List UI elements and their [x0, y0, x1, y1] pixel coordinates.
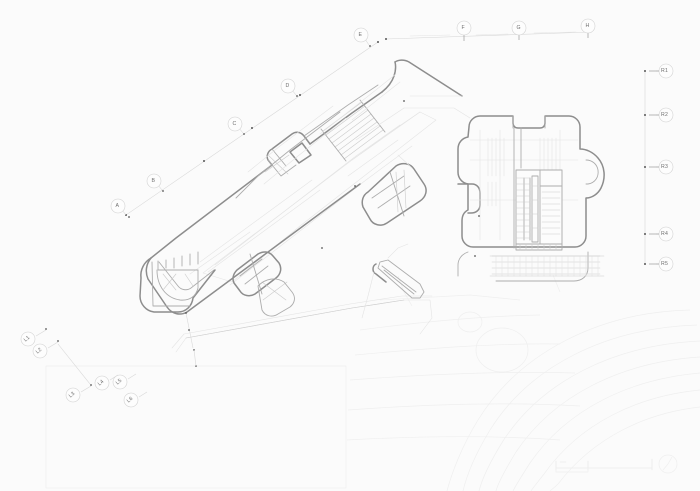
void-x-marker-2: [261, 281, 288, 301]
ramp-bridge: [361, 243, 425, 319]
diagonal-wing-building: [145, 59, 463, 315]
diagonal-grid-axis: [125, 41, 379, 216]
entry-threshold-hatch: [515, 243, 563, 251]
top-grid-axis: [385, 30, 593, 41]
grid-bubbles[interactable]: [20, 18, 674, 408]
right-grid-axis: [644, 70, 656, 265]
plaza-outline: [171, 295, 433, 353]
northwest-connector: [235, 73, 471, 199]
center-small-pavilion: [232, 251, 295, 317]
terrace-steps: [457, 251, 605, 282]
void-x-marker: [264, 154, 290, 175]
level-marker-leaders: [35, 312, 197, 398]
plan-point-markers: [321, 100, 480, 257]
step-treads: [495, 255, 599, 277]
scale-bar-group: [555, 458, 653, 473]
seating-hatch-right: [539, 137, 557, 187]
grid-leader-lines: [121, 38, 371, 218]
main-building: [457, 115, 605, 251]
left-end-pavilion: [139, 251, 216, 313]
mid-pavilion: [361, 154, 427, 226]
north-arrow-group: [658, 454, 678, 474]
running-track-arcs: [446, 309, 700, 491]
site-paving-lines: [346, 274, 581, 441]
seating-hatch-left: [487, 137, 505, 207]
central-core-stairs: [515, 169, 563, 245]
